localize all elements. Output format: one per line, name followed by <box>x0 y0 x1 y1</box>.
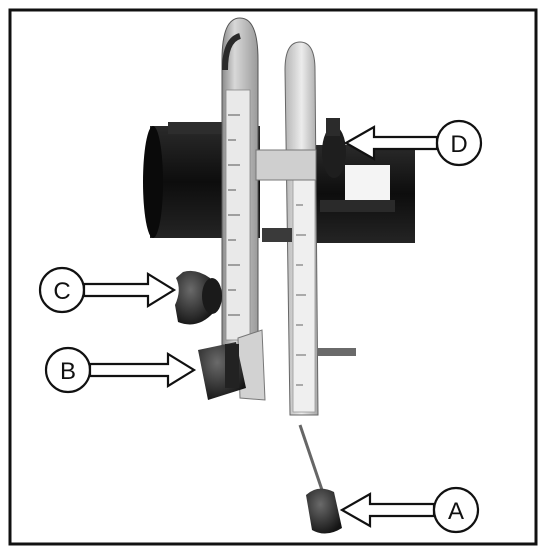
part-d-lever <box>322 118 346 178</box>
part-c-knob <box>175 270 222 325</box>
callout-d-letter: D <box>450 131 467 158</box>
callout-a-letter: A <box>448 498 464 525</box>
side-shaft <box>318 348 356 356</box>
callout-b-letter: B <box>60 358 76 385</box>
callout-c: C <box>38 266 177 314</box>
part-a-lever <box>298 424 342 534</box>
callout-b: B <box>44 346 197 394</box>
left-plate <box>221 17 259 346</box>
figure-frame <box>8 8 538 546</box>
callout-c-letter: C <box>53 278 70 305</box>
callout-arrow-icon <box>88 352 197 388</box>
tool-photo <box>143 17 415 534</box>
callout-d: D <box>343 119 483 167</box>
callout-arrow-icon <box>82 272 177 308</box>
callout-a: A <box>339 486 480 534</box>
right-depth-scale <box>292 149 316 413</box>
right-plate <box>255 41 319 416</box>
part-b-handle <box>198 342 246 400</box>
